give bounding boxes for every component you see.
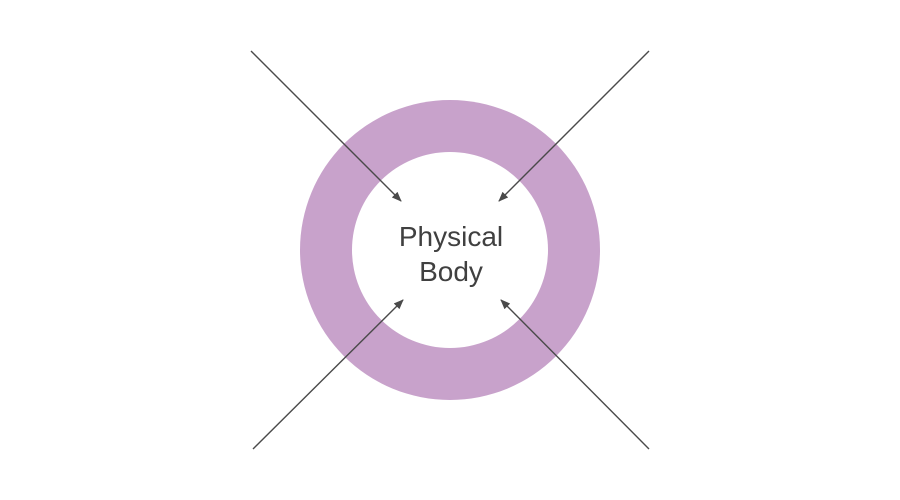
arrow-top-left: [250, 50, 402, 202]
arrow-top-right: [498, 50, 650, 202]
center-label-line2: Body: [419, 256, 483, 287]
arrow-bottom-right: [500, 299, 650, 450]
center-label-line1: Physical: [399, 221, 503, 252]
arrow-bottom-left: [252, 299, 404, 450]
